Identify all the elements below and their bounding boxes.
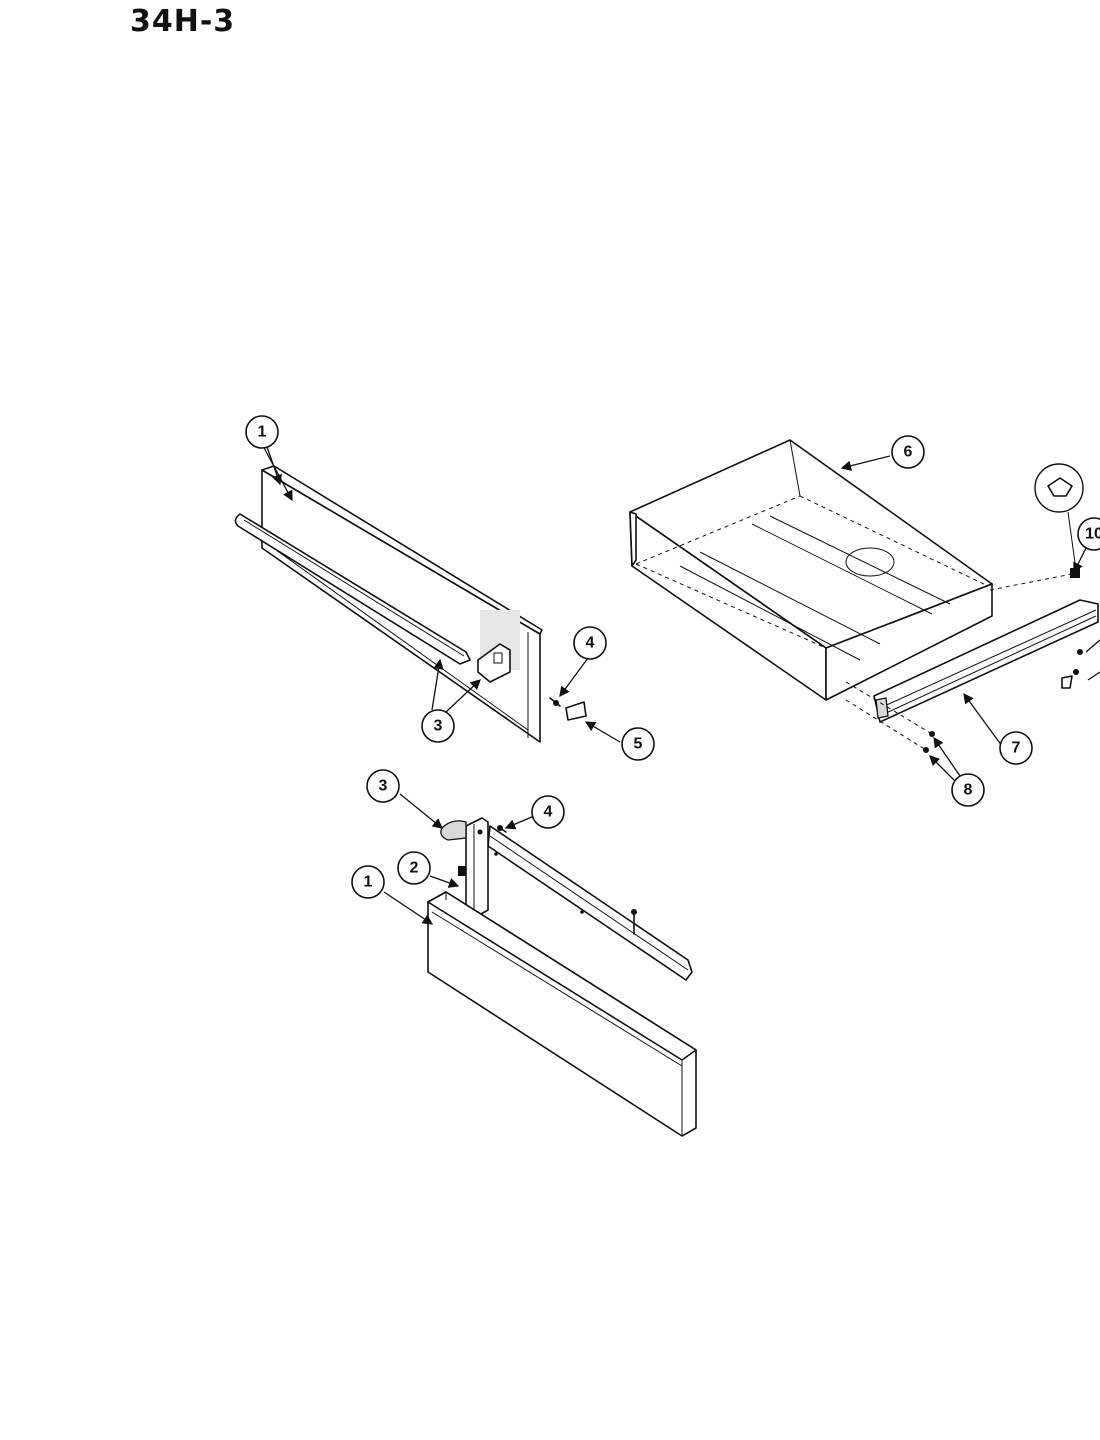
- callout-1-upper: 1: [245, 415, 279, 449]
- svg-text:5: 5: [634, 736, 643, 753]
- callout-10: 10: [1077, 517, 1100, 551]
- callout-3-upper: 3: [421, 709, 455, 743]
- screws-part-8: [845, 681, 935, 753]
- callout-8: 8: [951, 773, 985, 807]
- svg-text:4: 4: [586, 635, 595, 652]
- lower-front-panel: [427, 891, 697, 1137]
- svg-text:8: 8: [964, 782, 973, 799]
- handle-end-cap: [477, 643, 511, 683]
- svg-text:2: 2: [410, 860, 419, 877]
- callout-1-lower: 1: [351, 865, 385, 899]
- svg-text:3: 3: [379, 778, 388, 795]
- callout-4-lower: 4: [531, 795, 565, 829]
- svg-text:7: 7: [1012, 740, 1021, 757]
- drawer-body: [629, 439, 993, 701]
- callout-6: 6: [891, 435, 925, 469]
- callout-4-upper: 4: [573, 626, 607, 660]
- leader-lines: [261, 443, 1087, 925]
- callout-3-lower: 3: [366, 769, 400, 803]
- clip-part-5: [565, 701, 587, 721]
- svg-text:1: 1: [364, 874, 373, 891]
- svg-text:10: 10: [1085, 526, 1100, 543]
- handle-bar: [234, 513, 471, 665]
- page-title: 34H-3: [130, 4, 236, 39]
- svg-text:1: 1: [258, 424, 267, 441]
- svg-text:6: 6: [904, 444, 913, 461]
- pin-part-2: [458, 866, 466, 876]
- svg-text:3: 3: [434, 718, 443, 735]
- callout-7: 7: [999, 731, 1033, 765]
- lower-clip-part-3: [440, 820, 467, 841]
- callout-2: 2: [397, 851, 431, 885]
- slide-rail: [873, 599, 1099, 723]
- callout-5: 5: [621, 727, 655, 761]
- vertical-bracket: [465, 817, 489, 919]
- upper-drawer-front-panel: [261, 465, 543, 743]
- screw-part-4-upper: [549, 697, 561, 707]
- svg-text:4: 4: [544, 804, 553, 821]
- lower-screws: [494, 825, 637, 935]
